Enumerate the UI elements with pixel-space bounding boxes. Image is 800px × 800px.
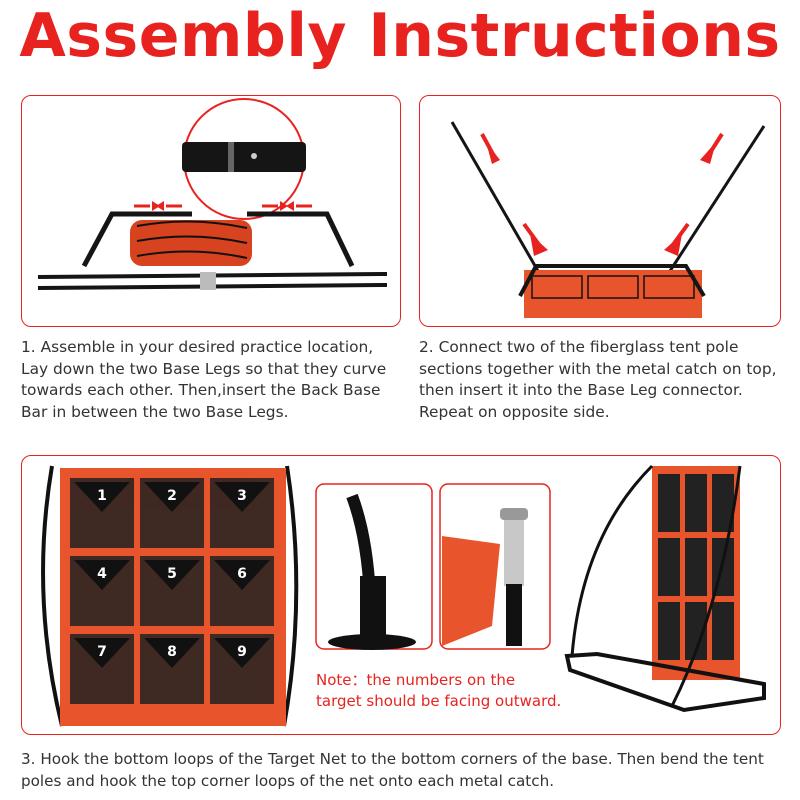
step-3-image: 1 2 3 4 5 6 7 8 9 Note：the numbers on th…: [21, 455, 781, 735]
target-number-5: 5: [167, 566, 177, 582]
note-line-2: target should be facing outward.: [316, 692, 561, 710]
target-number-4: 4: [97, 566, 107, 582]
assembled-net-side-view: [564, 464, 766, 713]
target-number-8: 8: [167, 644, 177, 660]
target-net-illustration: 1 2 3 4 5 6 7 8 9 Note：the numbers on th…: [41, 464, 766, 727]
target-number-1: 1: [97, 488, 107, 504]
step-2-image: [419, 95, 781, 327]
step-3-caption: 3. Hook the bottom loops of the Target N…: [21, 750, 764, 790]
target-number-7: 7: [97, 644, 107, 660]
front-target-net: 1 2 3 4 5 6 7 8 9: [41, 465, 299, 727]
step-1-image: [21, 95, 401, 327]
note-line-1: Note：the numbers on the: [316, 671, 515, 689]
target-number-3: 3: [237, 488, 247, 504]
poles-into-base-illustration: [450, 121, 766, 318]
step-2-caption: 2. Connect two of the fiberglass tent po…: [419, 338, 777, 421]
target-number-6: 6: [237, 566, 247, 582]
page-title: Assembly Instructions: [19, 1, 781, 71]
target-number-9: 9: [237, 644, 247, 660]
base-legs-illustration: [37, 98, 388, 290]
step-1-caption: 1. Assemble in your desired practice loc…: [21, 338, 387, 421]
target-number-2: 2: [167, 488, 177, 504]
